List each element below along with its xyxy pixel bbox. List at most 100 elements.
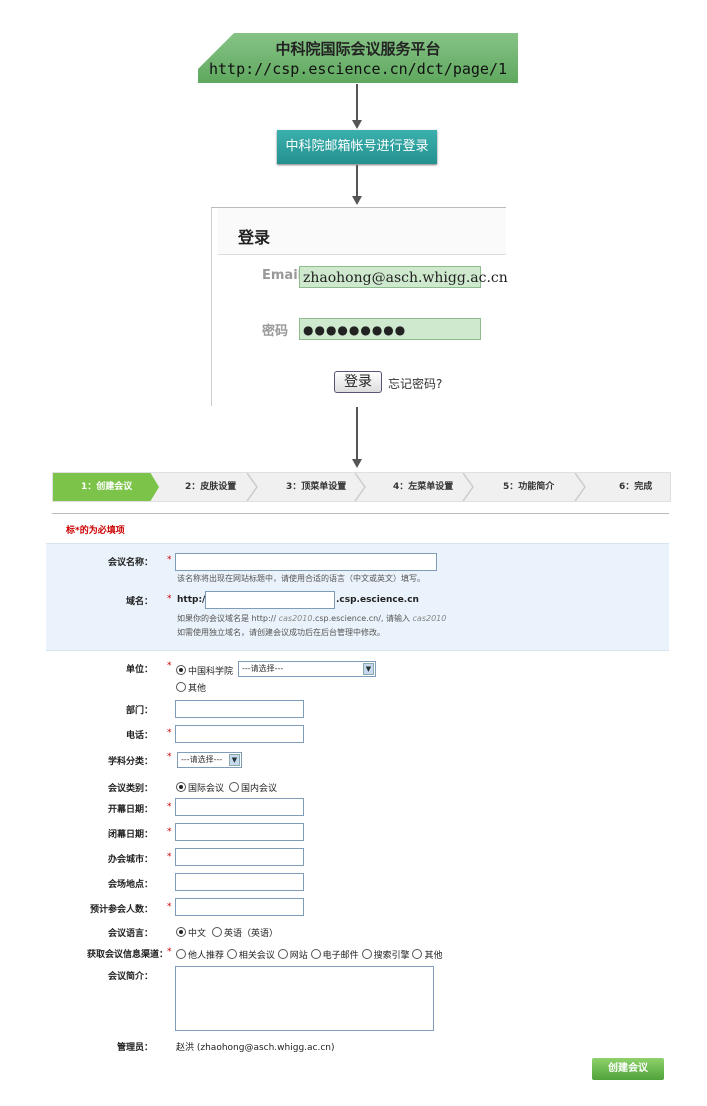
dept-label: 部门： [125, 706, 153, 716]
phone-input[interactable] [175, 725, 304, 743]
intro-label: 会议简介： [107, 972, 153, 982]
channel-option[interactable]: 搜索引擎 [361, 949, 410, 961]
required-star: * [167, 594, 172, 604]
create-conference-button[interactable]: 创建会议 [592, 1058, 664, 1080]
radio-icon [310, 949, 321, 959]
domain-label: 域名： [125, 597, 153, 607]
intro-textarea[interactable] [175, 966, 434, 1031]
start-date-label: 开幕日期： [107, 805, 153, 815]
conference-name-input[interactable] [175, 553, 437, 571]
radio-icon [226, 949, 237, 959]
radio-icon [176, 949, 186, 959]
channel-label: 获取会议信息渠道： [86, 950, 168, 960]
required-star: * [167, 752, 172, 762]
forgot-password-link[interactable]: 忘记密码? [388, 377, 443, 391]
radio-icon [176, 665, 186, 675]
radio-icon [277, 949, 288, 959]
end-date-label: 闭幕日期： [107, 830, 153, 840]
admin-value: 赵洪 (zhaohong@asch.whigg.ac.cn) [176, 1043, 335, 1053]
wizard-step-1: 1：创建会议 [53, 473, 159, 501]
login-header: 登录 [218, 208, 506, 255]
platform-title: 中科院国际会议服务平台 [275, 40, 441, 58]
start-date-input[interactable] [175, 798, 304, 816]
login-button[interactable]: 登录 [334, 371, 382, 393]
domain-input[interactable] [205, 591, 335, 609]
channel-options: 他人推荐 相关会议 网站 电子邮件 搜索引擎 其他 [176, 948, 442, 961]
chevron-right-icon [246, 473, 258, 501]
chevron-right-icon [354, 473, 366, 501]
type-option-domestic[interactable]: 国内会议 [229, 781, 277, 794]
language-label: 会议语言： [107, 929, 153, 939]
required-note: 标*的为必填项 [66, 526, 125, 536]
unit-option-other[interactable]: 其他 [176, 681, 206, 694]
subject-select[interactable]: ---请选择---▼ [177, 752, 242, 768]
phone-label: 电话： [125, 731, 153, 741]
domain-prefix: http:// [177, 595, 209, 605]
login-heading: 登录 [238, 228, 271, 247]
language-option-english[interactable]: 英语（英语） [212, 926, 278, 939]
wizard-step-6: 6：完成 [619, 482, 653, 492]
venue-label: 会场地点： [107, 880, 153, 890]
channel-option[interactable]: 他人推荐 [176, 949, 224, 961]
wizard-steps: 1：创建会议 2：皮肤设置 3：顶菜单设置 4：左菜单设置 5：功能简介 6：完… [52, 472, 671, 502]
type-option-intl[interactable]: 国际会议 [176, 781, 224, 794]
radio-icon [176, 682, 186, 692]
platform-banner: 中科院国际会议服务平台 http://csp.escience.cn/dct/p… [198, 33, 518, 83]
unit-select[interactable]: ---请选择---▼ [238, 661, 376, 677]
domain-hint-2: 如需使用独立域名，请创建会议成功后在后台管理中修改。 [177, 628, 385, 637]
required-star: * [167, 947, 172, 957]
dept-input[interactable] [175, 700, 304, 718]
radio-icon [212, 927, 222, 937]
password-label: 密码 [262, 324, 289, 339]
flow-arrow-line [356, 84, 358, 120]
password-field[interactable]: ●●●●●●●●● [299, 318, 481, 340]
unit-option-cas[interactable]: 中国科学院 [176, 664, 233, 677]
email-field[interactable]: zhaohong@asch.whigg.ac.cn [299, 266, 508, 288]
radio-icon [361, 949, 372, 959]
wizard-step-4: 4：左菜单设置 [393, 482, 454, 492]
required-star: * [167, 555, 172, 565]
language-option-chinese[interactable]: 中文 [176, 926, 206, 939]
name-hint: 该名称将出现在网站标题中，请使用合适的语言（中文或英文）填写。 [177, 574, 425, 583]
subject-label: 学科分类： [107, 757, 153, 767]
channel-option[interactable]: 网站 [277, 949, 308, 961]
channel-option[interactable]: 相关会议 [226, 949, 275, 961]
city-input[interactable] [175, 848, 304, 866]
city-label: 办会城市： [107, 855, 153, 865]
channel-option[interactable]: 其他 [412, 949, 442, 961]
attendees-label: 预计参会人数： [89, 905, 153, 915]
attendees-input[interactable] [175, 898, 304, 916]
admin-label: 管理员： [116, 1043, 153, 1053]
chevron-right-icon [462, 473, 474, 501]
email-label: Email [262, 268, 303, 283]
name-label: 会议名称： [107, 558, 153, 568]
required-star: * [167, 827, 172, 837]
domain-hint-1: 如果你的会议域名是 http:// cas2010.csp.escience.c… [177, 614, 447, 623]
login-panel: 登录 Email zhaohong@asch.whigg.ac.cn 密码 ●●… [211, 207, 508, 406]
venue-input[interactable] [175, 873, 304, 891]
login-step-box: 中科院邮箱帐号进行登录 [277, 130, 437, 164]
radio-icon [176, 927, 186, 937]
flow-arrow-line [356, 165, 358, 197]
chevron-right-icon [574, 473, 586, 501]
wizard-step-5: 5：功能简介 [503, 482, 555, 492]
channel-option[interactable]: 电子邮件 [310, 949, 359, 961]
required-star: * [167, 728, 172, 738]
flow-arrow-line [356, 407, 358, 459]
divider [52, 513, 669, 514]
flow-arrow-head [352, 459, 362, 468]
radio-icon [229, 782, 239, 792]
radio-icon [176, 782, 186, 792]
flow-arrow-head [352, 196, 362, 205]
wizard-step-2: 2：皮肤设置 [185, 482, 237, 492]
chevron-down-icon: ▼ [363, 663, 374, 675]
type-label: 会议类别： [107, 784, 153, 794]
required-star: * [167, 902, 172, 912]
radio-icon [412, 949, 423, 959]
wizard-step-3: 3：顶菜单设置 [286, 482, 347, 492]
required-star: * [167, 661, 172, 671]
end-date-input[interactable] [175, 823, 304, 841]
domain-suffix: .csp.escience.cn [336, 595, 419, 605]
flow-arrow-head [352, 120, 362, 129]
platform-url: http://csp.escience.cn/dct/page/1 [208, 60, 507, 78]
